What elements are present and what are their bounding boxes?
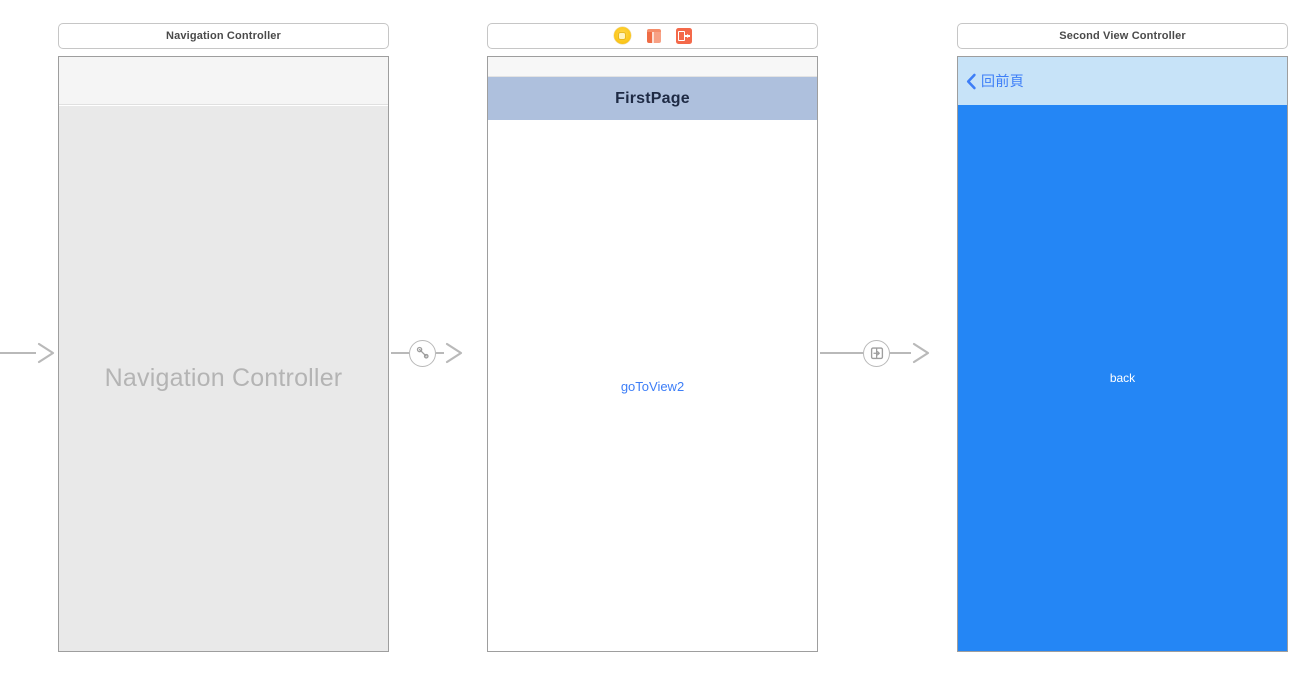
scene-title-label: Second View Controller [1059, 30, 1186, 42]
scene-title-navigation-controller[interactable]: Navigation Controller [58, 23, 389, 49]
first-page-content: goToView2 [488, 121, 817, 651]
connector-line [890, 352, 911, 354]
first-responder-icon[interactable] [646, 28, 662, 44]
connector-line [391, 352, 409, 354]
connector-relationship-segue[interactable] [391, 338, 485, 368]
navigation-bar-second-page[interactable]: 回前頁 [958, 57, 1287, 105]
device-second-view-controller[interactable]: 回前頁 back [957, 56, 1288, 652]
exit-icon[interactable] [675, 28, 692, 44]
connector-entry-point[interactable] [0, 338, 58, 368]
device-first-page[interactable]: FirstPage goToView2 [487, 56, 818, 652]
arrow-right-icon [445, 342, 463, 364]
go-to-view2-button[interactable]: goToView2 [620, 378, 685, 394]
back-button[interactable]: 回前頁 [966, 71, 1024, 91]
connector-show-segue[interactable] [820, 338, 955, 368]
relationship-segue-icon[interactable] [409, 339, 436, 367]
nav-placeholder-bar [59, 57, 388, 105]
device-navigation-controller[interactable]: Navigation Controller [58, 56, 389, 652]
back-button-label: 回前頁 [981, 73, 1025, 89]
arrow-right-icon [912, 342, 930, 364]
nav-placeholder-body: Navigation Controller [59, 106, 388, 651]
scene-dock-first-page[interactable] [487, 23, 818, 49]
connector-line [820, 352, 863, 354]
arrow-right-icon [37, 342, 55, 364]
scene-title-second-view-controller[interactable]: Second View Controller [957, 23, 1288, 49]
back-action-button[interactable]: back [1109, 371, 1136, 385]
navigation-bar-first-page[interactable]: FirstPage [488, 77, 817, 120]
connector-line [0, 352, 36, 354]
second-page-content: back [958, 105, 1287, 651]
status-bar [488, 57, 817, 77]
scene-title-label: Navigation Controller [166, 30, 281, 42]
chevron-left-icon [966, 73, 976, 89]
view-controller-icon[interactable] [613, 27, 632, 45]
navigation-bar-title: FirstPage [615, 89, 690, 107]
nav-placeholder-label: Navigation Controller [104, 364, 343, 392]
show-segue-icon[interactable] [863, 339, 890, 367]
connector-line [436, 352, 444, 354]
